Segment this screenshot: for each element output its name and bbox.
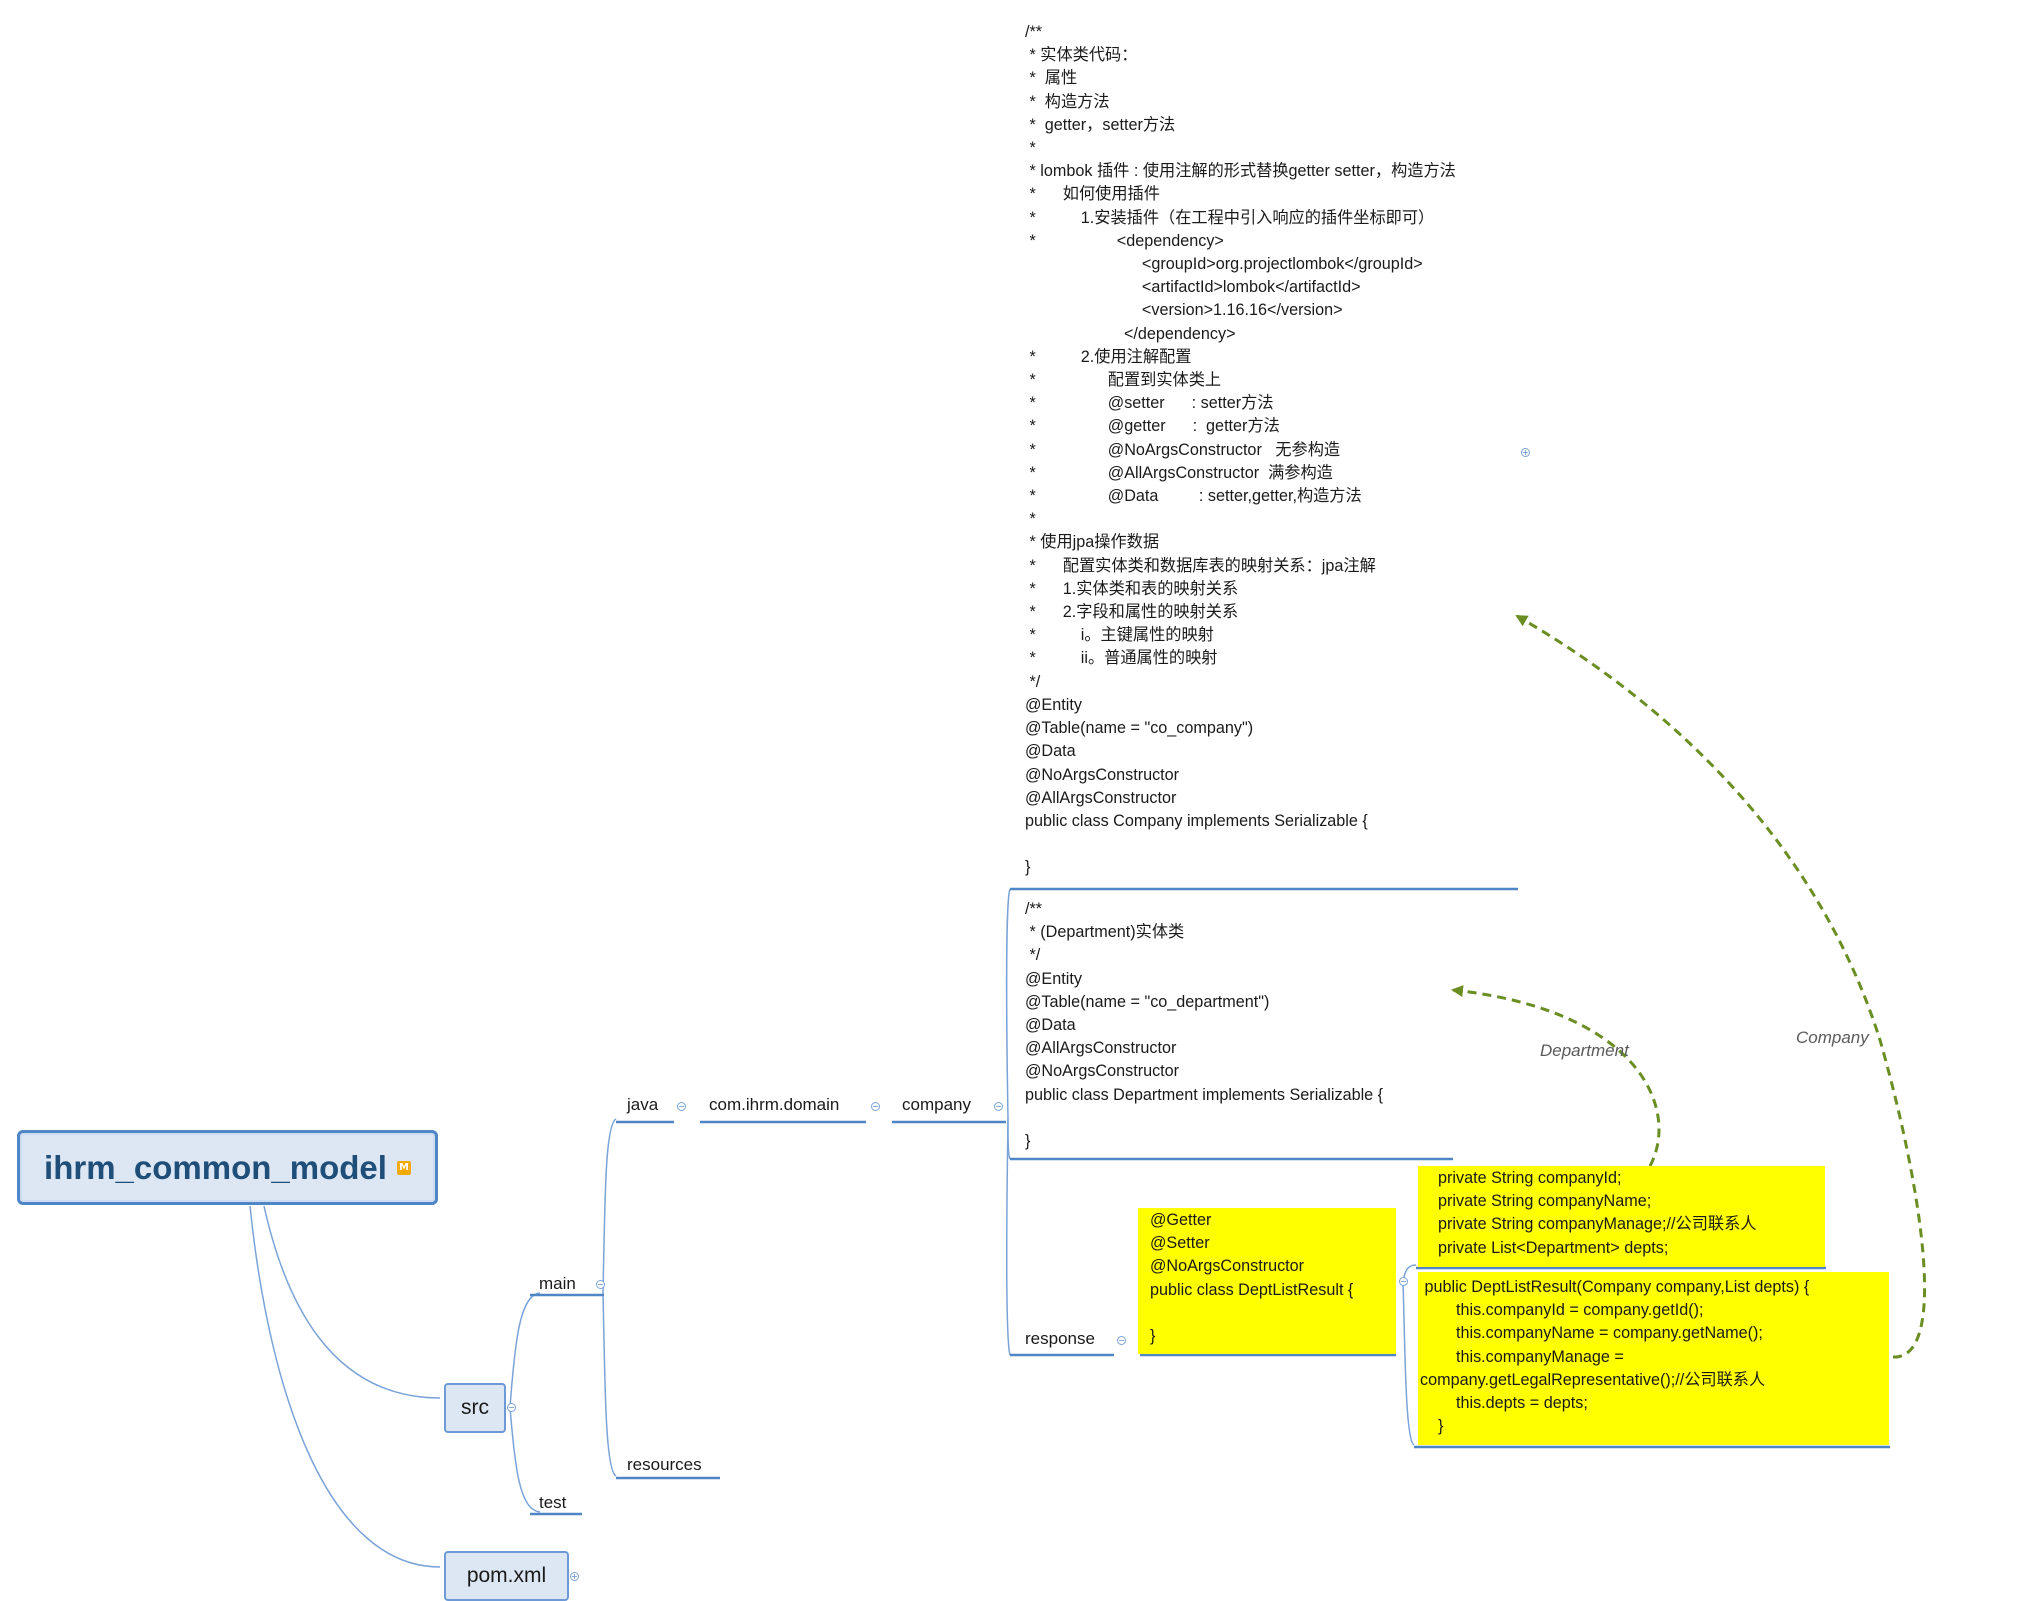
src-collapse-toggle[interactable]: − xyxy=(507,1403,516,1412)
result-to-constructor-line xyxy=(1402,1281,1415,1446)
relationship-arrows xyxy=(1451,614,1927,1359)
main-to-resources-line xyxy=(602,1292,617,1477)
node-company[interactable]: company xyxy=(902,1095,971,1114)
root-node[interactable]: ihrm_common_model M xyxy=(17,1130,438,1205)
department-entity-note[interactable]: /** * (Department)实体类 */ @Entity @Table(… xyxy=(1025,900,1384,1151)
company-note-expand-toggle[interactable]: + xyxy=(1521,448,1530,457)
dept-list-result-highlight xyxy=(1138,1208,1396,1354)
main-to-java-line xyxy=(602,1118,617,1294)
root-to-pom-line xyxy=(249,1205,441,1568)
domain-collapse-toggle[interactable]: − xyxy=(871,1102,880,1111)
src-to-main-line xyxy=(509,1292,541,1408)
company-collapse-toggle[interactable]: − xyxy=(994,1102,1003,1111)
node-domain[interactable]: com.ihrm.domain xyxy=(709,1095,840,1114)
department-relationship-label[interactable]: Department xyxy=(1540,1041,1629,1060)
src-to-test-line xyxy=(509,1406,541,1513)
constructor-note[interactable]: public DeptListResult(Company company,Li… xyxy=(1420,1278,1810,1436)
root-to-src-line xyxy=(263,1205,441,1399)
node-src[interactable]: src xyxy=(444,1383,506,1433)
node-java[interactable]: java xyxy=(627,1095,659,1114)
node-pom[interactable]: pom.xml xyxy=(444,1551,569,1601)
node-src-label: src xyxy=(461,1396,489,1419)
node-pom-label: pom.xml xyxy=(466,1564,547,1587)
company-to-response-line xyxy=(1005,1118,1011,1356)
topic-underlines xyxy=(530,887,1890,1516)
result-collapse-toggle[interactable]: − xyxy=(1399,1277,1408,1286)
marker-icon: M xyxy=(396,1160,411,1175)
fields-highlight xyxy=(1418,1166,1825,1267)
branch-lines xyxy=(249,888,1417,1568)
node-main[interactable]: main xyxy=(539,1274,576,1293)
dept-list-result-note[interactable]: @Getter @Setter @NoArgsConstructor publi… xyxy=(1150,1211,1354,1346)
company-to-company-note-line xyxy=(1005,888,1011,1120)
pom-expand-toggle[interactable]: + xyxy=(570,1572,579,1581)
node-resources[interactable]: resources xyxy=(627,1455,702,1474)
constructor-highlight xyxy=(1418,1272,1889,1445)
node-response[interactable]: response xyxy=(1025,1329,1095,1348)
java-collapse-toggle[interactable]: − xyxy=(677,1102,686,1111)
fields-note[interactable]: private String companyId; private String… xyxy=(1437,1169,1757,1257)
node-test[interactable]: test xyxy=(539,1493,567,1512)
root-label: ihrm_common_model xyxy=(44,1148,387,1186)
response-collapse-toggle[interactable]: − xyxy=(1117,1336,1126,1345)
company-entity-note[interactable]: /** * 实体类代码： * 属性 * 构造方法 * getter，setter… xyxy=(1025,23,1456,877)
department-relationship-arrow xyxy=(1451,985,1661,1167)
main-collapse-toggle[interactable]: − xyxy=(596,1280,605,1289)
company-relationship-label[interactable]: Company xyxy=(1796,1028,1869,1047)
